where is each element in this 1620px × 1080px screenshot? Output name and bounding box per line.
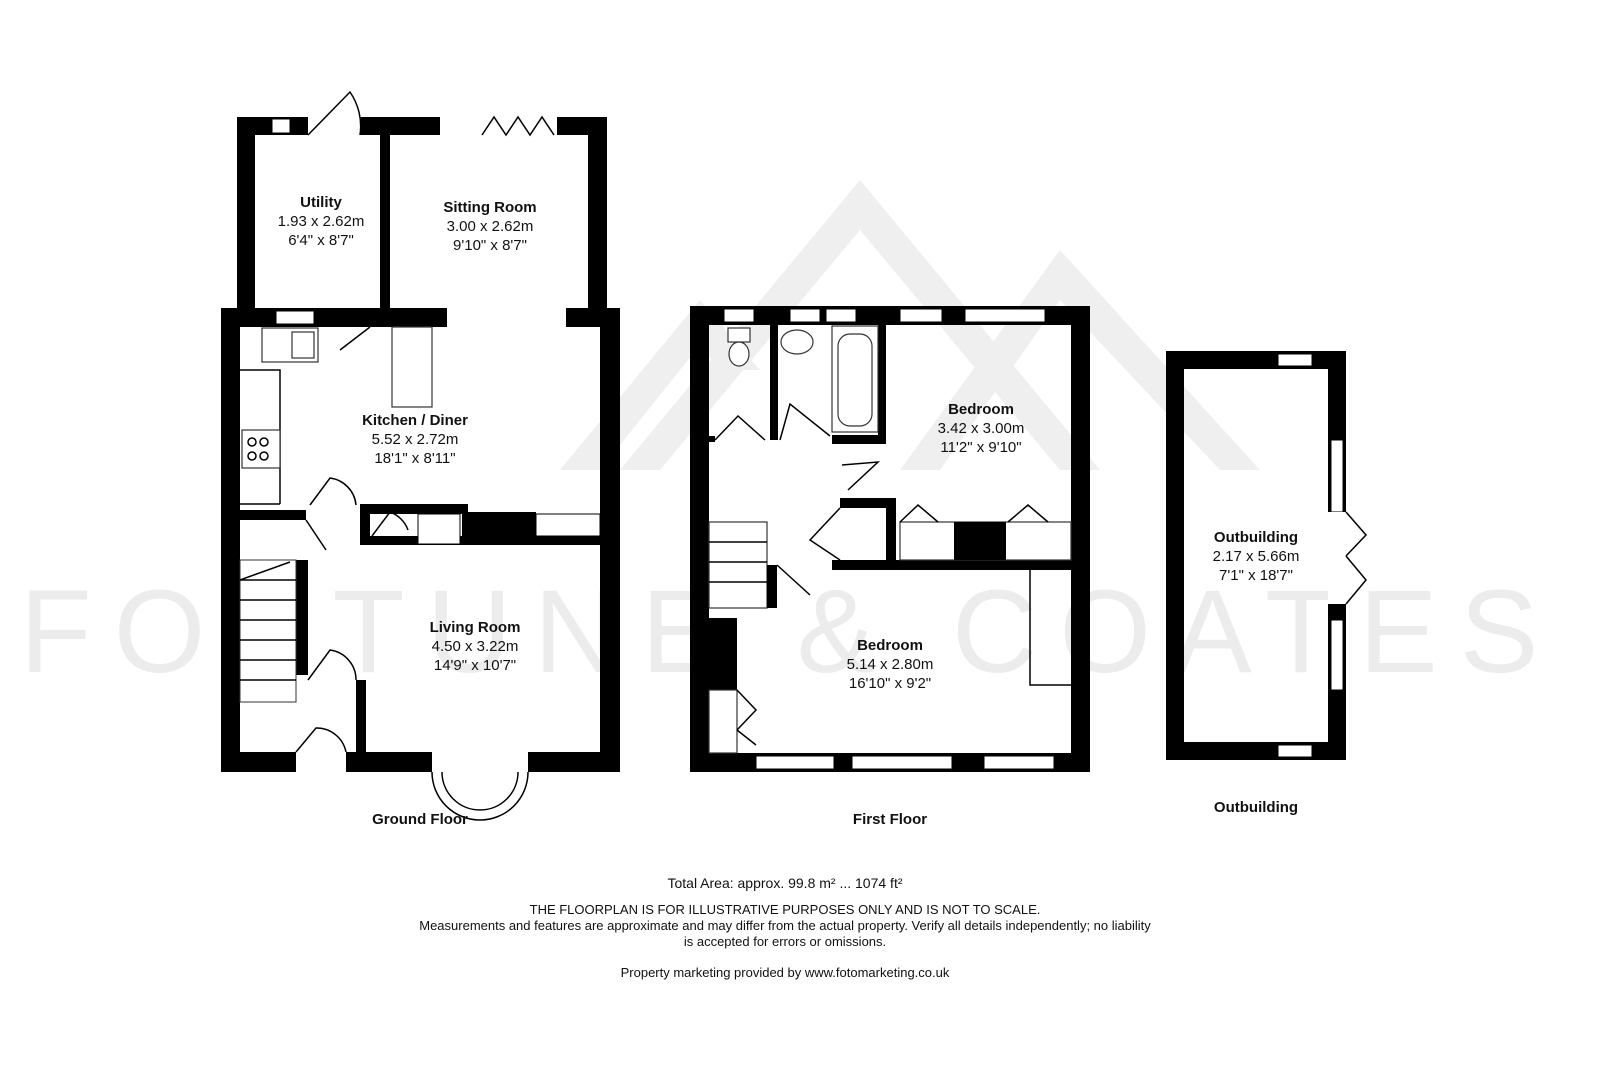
floor-label-ground: Ground Floor xyxy=(372,811,468,828)
room-label-sitting-room: Sitting Room 3.00 x 2.62m 9'10" x 8'7" xyxy=(443,199,536,254)
svg-text:11'2" x 9'10": 11'2" x 9'10" xyxy=(940,439,1021,456)
room-label-bedroom-2: Bedroom 5.14 x 2.80m 16'10" x 9'2" xyxy=(847,637,934,692)
svg-text:3.00 x 2.62m: 3.00 x 2.62m xyxy=(447,218,534,235)
svg-text:14'9" x 10'7": 14'9" x 10'7" xyxy=(434,657,516,674)
svg-text:18'1" x 8'11": 18'1" x 8'11" xyxy=(374,450,455,467)
svg-text:3.42 x 3.00m: 3.42 x 3.00m xyxy=(938,420,1025,437)
total-area: Total Area: approx. 99.8 m² ... 1074 ft² xyxy=(667,875,902,891)
first-floor-plan xyxy=(690,306,1090,772)
room-label-utility: Utility 1.93 x 2.62m 6'4" x 8'7" xyxy=(278,194,365,249)
svg-text:2.17 x 5.66m: 2.17 x 5.66m xyxy=(1213,548,1300,565)
disclaimer-line-2: Measurements and features are approximat… xyxy=(419,918,1151,933)
room-label-bedroom-1: Bedroom 3.42 x 3.00m 11'2" x 9'10" xyxy=(938,401,1025,456)
room-label-outbuilding: Outbuilding 2.17 x 5.66m 7'1" x 18'7" xyxy=(1213,529,1300,584)
outbuilding-plan xyxy=(1166,351,1368,760)
svg-text:1.93 x 2.62m: 1.93 x 2.62m xyxy=(278,213,365,230)
svg-text:Bedroom: Bedroom xyxy=(948,401,1014,418)
svg-text:Utility: Utility xyxy=(300,194,342,211)
svg-text:Sitting Room: Sitting Room xyxy=(443,199,536,216)
svg-text:16'10" x 9'2": 16'10" x 9'2" xyxy=(849,675,931,692)
floor-label-first: First Floor xyxy=(853,811,927,828)
svg-text:Living Room: Living Room xyxy=(430,619,521,636)
svg-text:Outbuilding: Outbuilding xyxy=(1214,529,1298,546)
svg-text:9'10" x 8'7": 9'10" x 8'7" xyxy=(453,237,527,254)
svg-text:5.52 x 2.72m: 5.52 x 2.72m xyxy=(372,431,459,448)
svg-text:4.50 x 3.22m: 4.50 x 3.22m xyxy=(432,638,519,655)
floor-label-outbuilding: Outbuilding xyxy=(1214,799,1298,816)
svg-text:Kitchen / Diner: Kitchen / Diner xyxy=(362,412,468,429)
room-label-living-room: Living Room 4.50 x 3.22m 14'9" x 10'7" xyxy=(430,619,521,674)
marketing-credit: Property marketing provided by www.fotom… xyxy=(621,965,950,980)
svg-text:6'4" x 8'7": 6'4" x 8'7" xyxy=(288,232,354,249)
disclaimer-line-3: is accepted for errors or omissions. xyxy=(684,934,886,949)
ground-floor-plan xyxy=(221,90,620,821)
svg-text:7'1" x 18'7": 7'1" x 18'7" xyxy=(1219,567,1293,584)
room-label-kitchen-diner: Kitchen / Diner 5.52 x 2.72m 18'1" x 8'1… xyxy=(362,412,468,467)
svg-text:5.14 x 2.80m: 5.14 x 2.80m xyxy=(847,656,934,673)
disclaimer-line-1: THE FLOORPLAN IS FOR ILLUSTRATIVE PURPOS… xyxy=(530,902,1041,917)
svg-text:Bedroom: Bedroom xyxy=(857,637,923,654)
